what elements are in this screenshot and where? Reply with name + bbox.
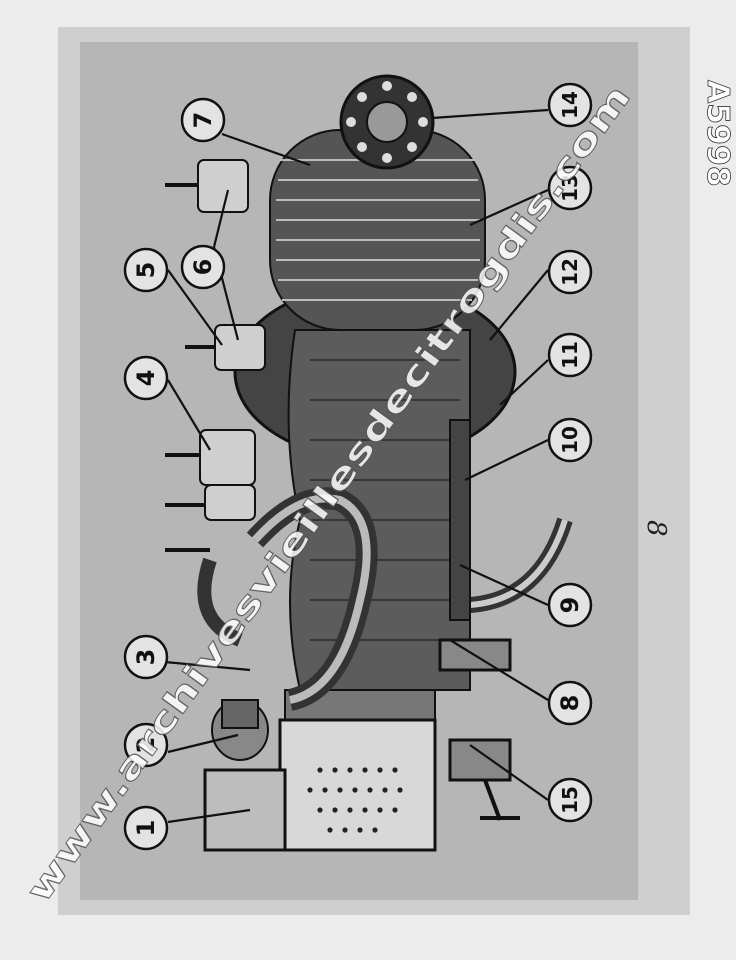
sprocket-hub [366,101,408,143]
callouts: 1 2 3 4 5 6 7 8 [123,82,593,851]
callout-8: 8 [547,680,593,726]
leader-lines [164,108,549,824]
radiator-box [278,718,437,852]
side-shaft [449,419,471,621]
callout-label: 8 [556,695,584,712]
callout-7: 7 [180,97,226,143]
callout-label: 5 [132,262,160,279]
archive-code: A5998 [700,80,735,187]
exhaust-pipe-highlight [469,519,568,608]
callout-11: 11 [547,332,593,378]
leader-14 [431,108,549,120]
callout-label: 1 [132,820,160,837]
leader-1 [167,808,251,824]
callout-2: 2 [123,722,169,768]
intake-pipe-highlight [252,494,371,704]
filter-cap [221,699,259,729]
callout-label: 6 [189,259,217,276]
leader-4 [167,379,211,451]
callout-3: 3 [123,634,169,680]
callout-label: 14 [558,91,582,119]
callout-label: 12 [558,258,582,286]
callout-6: 6 [180,244,226,290]
callout-5: 5 [123,247,169,293]
callout-9: 9 [547,582,593,628]
callout-label: 15 [558,786,582,814]
leader-6 [212,189,230,248]
callout-12: 12 [547,249,593,295]
leader-15 [469,744,549,801]
leader-9 [459,563,549,607]
callout-4: 4 [123,355,169,401]
leader-12 [489,269,549,341]
callout-label: 10 [558,426,582,454]
callout-15: 15 [547,777,593,823]
callout-label: 2 [132,737,160,754]
callout-label: 7 [189,112,217,129]
leader-8 [449,639,549,701]
callout-13: 13 [547,165,593,211]
callout-label: 13 [558,174,582,202]
engine-block-shading [310,359,460,641]
callout-label: 9 [556,597,584,614]
leader-10 [464,439,549,481]
callout-1: 1 [123,805,169,851]
leader-3 [164,660,251,672]
sprocket-teeth [346,81,428,163]
spark-plugs [165,159,266,552]
callout-label: 11 [558,341,582,369]
callout-10: 10 [547,417,593,463]
control-levers [438,638,520,821]
side-pipe [197,557,243,647]
callout-label: 4 [132,370,160,387]
callout-14: 14 [547,82,593,128]
leader-11 [499,359,549,406]
leader-5 [167,269,223,346]
cylinder-fins [276,159,480,301]
leader-2 [167,733,239,754]
engine-illustration [165,74,573,852]
radiator-grille [307,767,403,833]
handwritten-number: 8 [641,520,671,537]
callout-label: 3 [132,649,160,666]
leader-7 [221,132,311,167]
leader-13 [469,188,549,227]
